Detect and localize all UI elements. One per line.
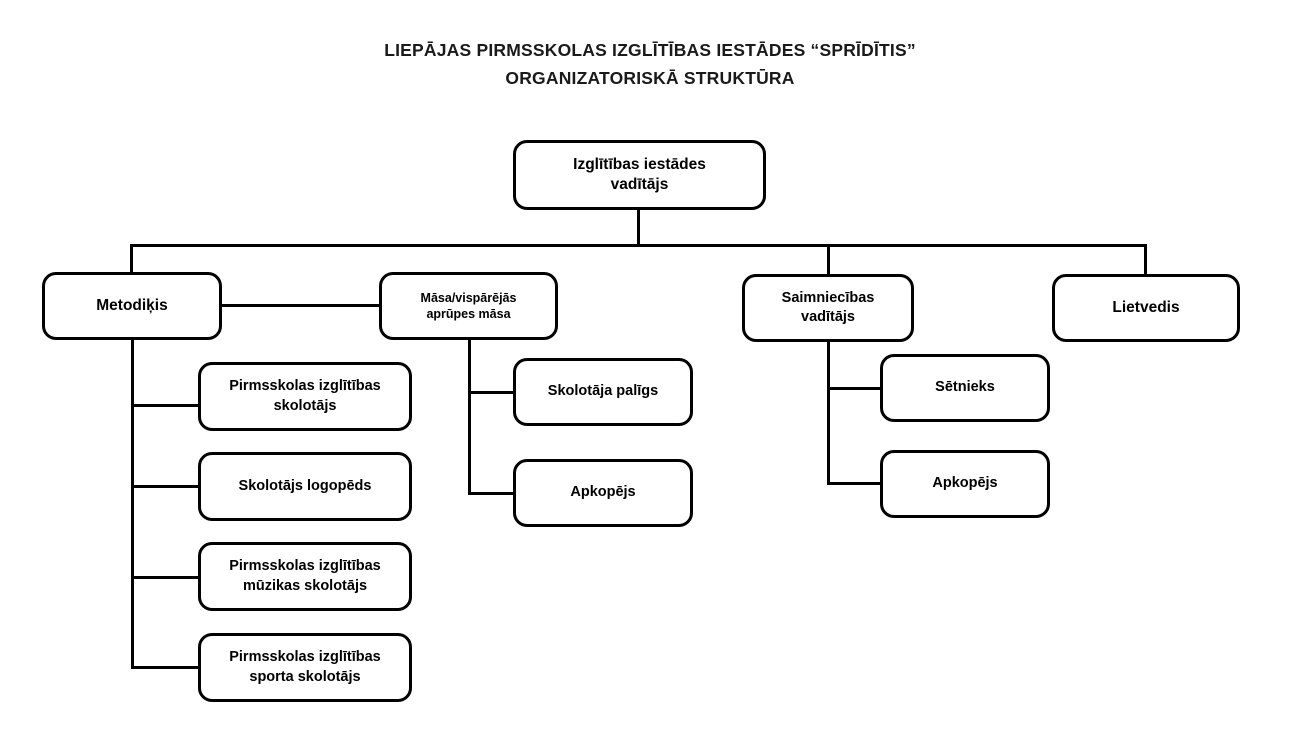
page-title: LIEPĀJAS PIRMSSKOLAS IZGLĪTĪBAS IESTĀDES…	[0, 36, 1300, 92]
node-setnieks[interactable]: Sētnieks	[880, 354, 1050, 422]
node-label-line-2: mūzikas skolotājs	[242, 577, 368, 594]
node-saimniecibas-vaditajs[interactable]: Saimniecības vadītājs	[742, 274, 914, 342]
connector-masa-stub-1	[468, 391, 518, 394]
connector-masa-stub-2	[468, 492, 518, 495]
connector-metodikis-stub-4	[131, 666, 201, 669]
connector-trunk-to-lietvedis	[1144, 244, 1147, 276]
node-label: Skolotājs logopēds	[238, 477, 372, 494]
connector-metodikis-to-masa	[218, 304, 381, 307]
connector-masa-spine	[468, 337, 471, 495]
connector-root-stem	[637, 209, 640, 247]
connector-metodikis-spine	[131, 337, 134, 669]
node-apkopejs-masa[interactable]: Apkopējs	[513, 459, 693, 527]
node-skolotajs-logopeds[interactable]: Skolotājs logopēds	[198, 452, 412, 521]
node-pirmsskolas-izglitibas-sporta-skolotajs[interactable]: Pirmsskolas izglītības sporta skolotājs	[198, 633, 412, 702]
node-label: Skolotāja palīgs	[547, 383, 659, 400]
node-label-line-1: Izglītības iestādes	[573, 155, 706, 173]
connector-trunk-to-metodikis	[130, 244, 133, 274]
node-label-line-2: vadītājs	[801, 309, 855, 325]
node-label-line-1: Pirmsskolas izglītības	[229, 378, 381, 395]
connector-saimniecibas-stub-2	[827, 482, 885, 485]
node-label: Apkopējs	[570, 484, 636, 501]
node-izglitibas-iestades-vaditajs[interactable]: Izglītības iestādes vadītājs	[513, 140, 766, 210]
connector-main-trunk	[130, 244, 1147, 247]
node-label-line-2: vadītājs	[610, 176, 669, 193]
node-skolotaja-paligs[interactable]: Skolotāja palīgs	[513, 358, 693, 426]
node-lietvedis[interactable]: Lietvedis	[1052, 274, 1240, 342]
node-label-line-1: Pirmsskolas izglītības	[229, 649, 381, 666]
node-label-line-2: aprūpes māsa	[426, 307, 511, 321]
node-label-line-1: Saimniecības	[781, 289, 875, 306]
node-apkopejs-saimnieciba[interactable]: Apkopējs	[880, 450, 1050, 518]
connector-saimniecibas-spine	[827, 337, 830, 485]
node-label-line-1: Māsa/vispārējās	[420, 290, 517, 305]
page-title-line-1: LIEPĀJAS PIRMSSKOLAS IZGLĪTĪBAS IESTĀDES…	[384, 40, 916, 60]
connector-metodikis-stub-2	[131, 485, 201, 488]
node-pirmsskolas-izglitibas-skolotajs[interactable]: Pirmsskolas izglītības skolotājs	[198, 362, 412, 431]
node-label-line-2: skolotājs	[273, 397, 337, 414]
connector-metodikis-stub-3	[131, 576, 201, 579]
node-label-line-1: Pirmsskolas izglītības	[229, 558, 381, 575]
page-title-line-2: ORGANIZATORISKĀ STRUKTŪRA	[505, 68, 795, 88]
node-masa-visparejas-aprupes-masa[interactable]: Māsa/vispārējās aprūpes māsa	[379, 272, 558, 340]
node-label: Sētnieks	[935, 379, 995, 396]
node-metodikis[interactable]: Metodiķis	[42, 272, 222, 340]
node-label: Lietvedis	[1112, 298, 1180, 316]
connector-trunk-to-saimniecibas	[827, 244, 830, 276]
node-label-line-2: sporta skolotājs	[249, 668, 361, 685]
node-label: Metodiķis	[96, 296, 168, 314]
node-pirmsskolas-izglitibas-muzikas-skolotajs[interactable]: Pirmsskolas izglītības mūzikas skolotājs	[198, 542, 412, 611]
node-label: Apkopējs	[932, 475, 998, 492]
connector-metodikis-stub-1	[131, 404, 201, 407]
connector-saimniecibas-stub-1	[827, 387, 885, 390]
